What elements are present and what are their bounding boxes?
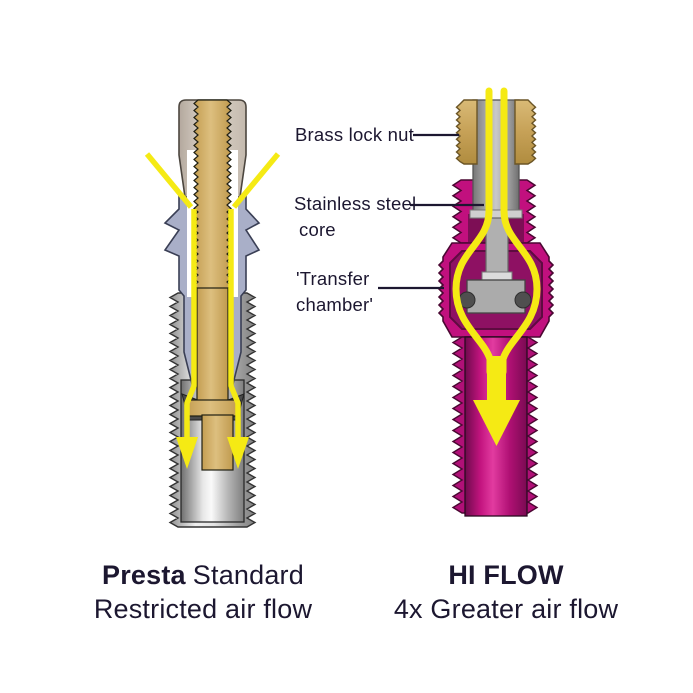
air-flow-entry-right [231,152,281,209]
hiflow-caption-title-bold: HI FLOW [448,560,564,590]
presta-core-rod [196,287,229,402]
air-flow-path-left [184,209,197,440]
label-transfer-chamber-line2: chamber' [296,294,374,315]
presta-air-flow [144,152,281,440]
label-brass-lock-nut-text: Brass lock nut [295,124,414,145]
presta-caption-title-bold: Presta [102,560,186,590]
hiflow-arrow-shaft [487,356,506,402]
hiflow-flow-right [499,87,541,376]
air-flow-arrowhead-right [227,437,249,469]
hiflow-poppet-stem-cap [481,271,513,281]
hiflow-flow-left [452,87,494,376]
label-transfer-chamber-line1: 'Transfer [296,268,370,289]
air-flow-arrowhead-left [176,437,198,469]
air-flow-path-right [228,209,241,440]
hiflow-arrowhead [473,400,520,446]
hiflow-core-bottom-flange [469,209,523,219]
label-brass-lock-nut: Brass lock nut [295,122,414,148]
presta-caption-subtitle: Restricted air flow [93,594,313,624]
hiflow-brass-lock-nut-left [455,99,478,165]
hiflow-caption: HI FLOW 4x Greater air flow [338,558,674,626]
hiflow-air-flow [452,87,541,376]
hiflow-steel-core [472,99,520,219]
label-stainless-steel-core: Stainless steel core [294,191,416,243]
hiflow-caption-title: HI FLOW [338,558,674,592]
presta-valve-illustration [144,99,281,528]
presta-core-rod-threaded [193,99,232,290]
label-transfer-chamber: 'Transfer chamber' [296,266,373,318]
label-stainless-steel-line1: Stainless steel [294,193,417,214]
hiflow-oring-right [514,291,532,309]
hiflow-brass-lock-nut-right [514,99,537,165]
hiflow-valve-illustration [437,87,555,517]
presta-poppet-tail [201,414,234,471]
air-flow-entry-left [144,152,194,209]
presta-poppet-flange [185,399,241,417]
leader-lines [378,133,484,290]
hiflow-caption-subtitle: 4x Greater air flow [393,594,619,624]
presta-caption-title-regular: Standard [192,560,304,590]
label-stainless-steel-line2: core [299,219,336,240]
